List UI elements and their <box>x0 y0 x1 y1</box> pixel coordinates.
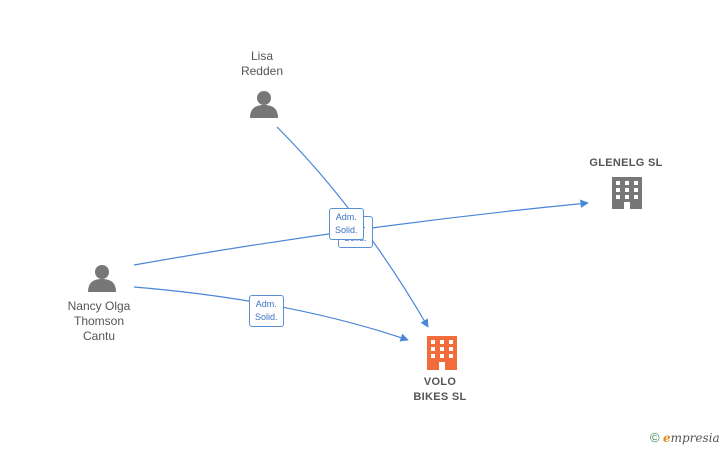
company-label-volo[interactable]: VOLO BIKES SL <box>413 376 467 403</box>
person-label-nancy[interactable]: Nancy Olga Thomson Cantu <box>67 299 131 343</box>
edge-label-lisa-volo: Adm. Solid. <box>329 208 364 240</box>
person-icon <box>250 91 278 118</box>
building-icon <box>427 336 457 370</box>
building-icon <box>612 177 642 209</box>
person-icon <box>88 265 116 292</box>
edge-label-nancy-volo: Adm. Solid. <box>249 295 284 327</box>
company-label-glenelg[interactable]: GLENELG SL <box>589 157 663 169</box>
brand-footer: © empresia <box>650 430 720 445</box>
brand-logo: empresia <box>662 431 720 445</box>
copyright-symbol: © <box>650 430 660 445</box>
person-label-lisa[interactable]: Lisa Redden <box>240 49 284 78</box>
